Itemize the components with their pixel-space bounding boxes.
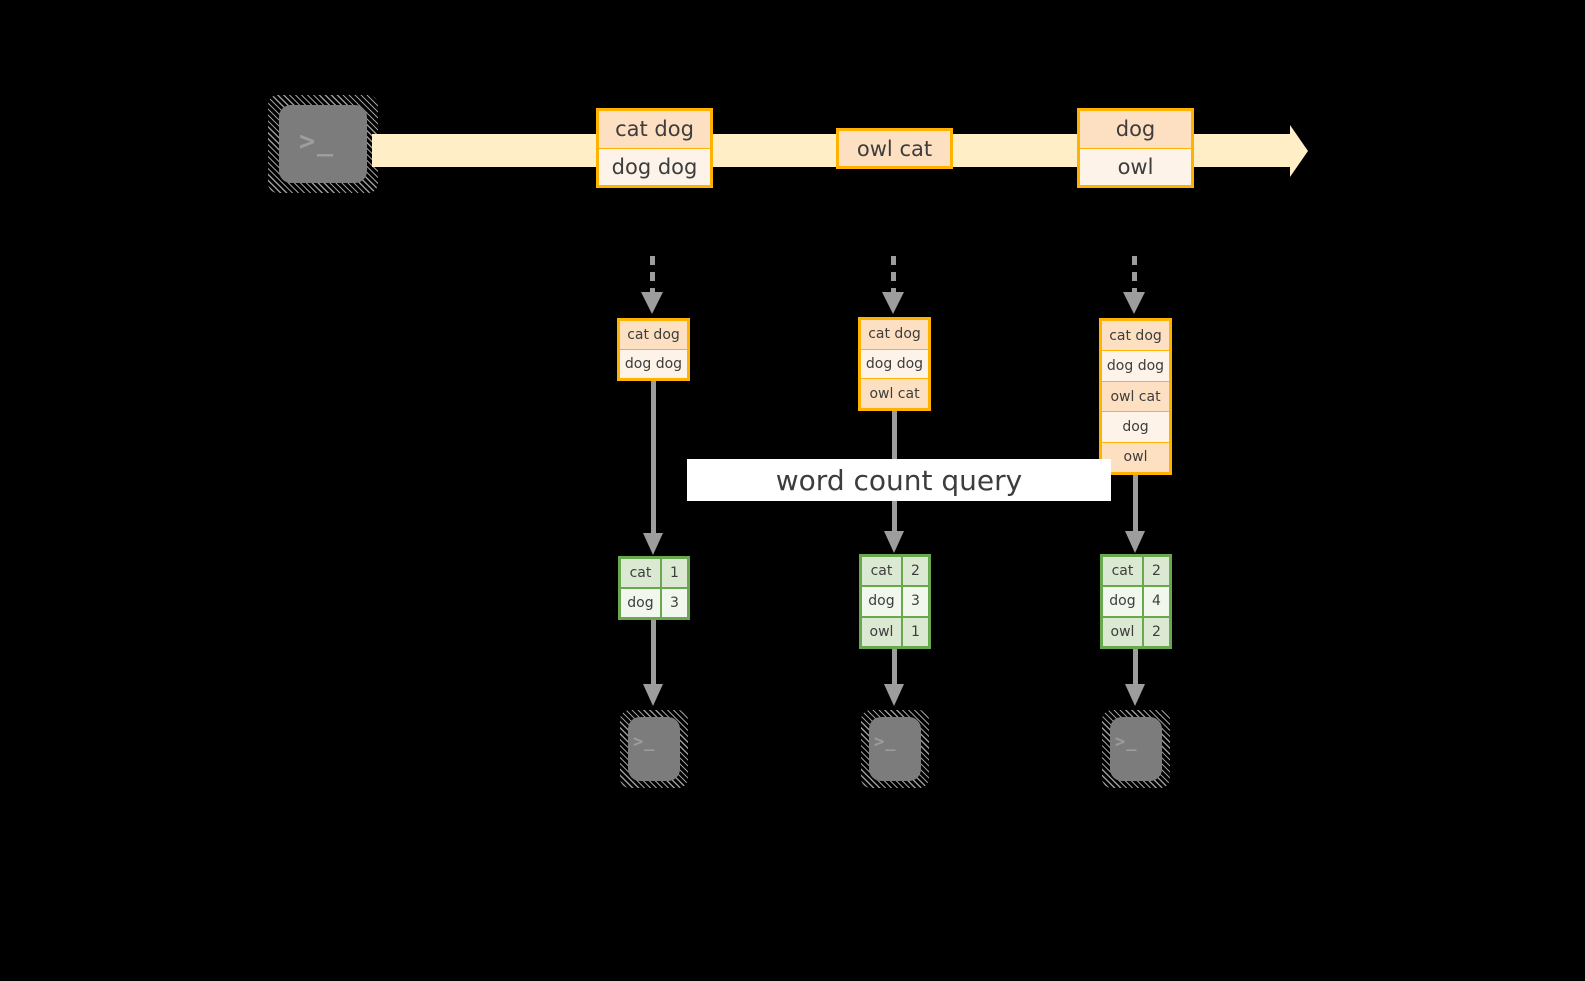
stage-2-record-row-2: dog dog — [861, 349, 928, 380]
stage-1-ingest-connector — [650, 256, 655, 294]
stage-1-terminal-prompt-icon: >_ — [633, 732, 656, 752]
stage-3-count-row-3: owl 2 — [1103, 617, 1169, 646]
stage-1-count-word-2: dog — [621, 589, 662, 617]
stage-1-count-row-1: cat 1 — [621, 559, 687, 589]
source-terminal-icon: >_ — [268, 95, 378, 193]
stage-3-count-value-1: 2 — [1143, 557, 1169, 586]
stage-1-count-row-2: dog 3 — [621, 589, 687, 617]
stage-3-count-word-3: owl — [1103, 617, 1144, 646]
stage-3-query-arrow-head-icon — [1125, 531, 1145, 553]
stage-2-terminal-prompt-icon: >_ — [874, 732, 897, 752]
stage-2-ingest-arrow-head-icon — [882, 292, 904, 314]
stage-1-query-arrow-head-icon — [643, 533, 663, 555]
stage-3-count-word-1: cat — [1103, 557, 1144, 586]
stage-3-accumulated-records: cat dog dog dog owl cat dog owl — [1099, 318, 1172, 475]
stage-2-sink-arrow-head-icon — [884, 684, 904, 706]
stage-2-record-row-1: cat dog — [861, 320, 928, 350]
stage-2-query-arrow-head-icon — [884, 531, 904, 553]
terminal-face — [279, 105, 367, 183]
stage-2-count-word-1: cat — [862, 557, 903, 586]
stream-batch-1-row-1: cat dog — [599, 111, 710, 149]
stage-1-record-row-2: dog dog — [620, 350, 687, 378]
stage-2-count-row-1: cat 2 — [862, 557, 928, 588]
terminal-prompt-icon: >_ — [299, 126, 335, 157]
stage-1-sink-arrow-head-icon — [643, 684, 663, 706]
stage-2-terminal-face — [869, 717, 921, 781]
stage-1-count-value-1: 1 — [661, 559, 687, 587]
stage-3-count-row-1: cat 2 — [1103, 557, 1169, 588]
stage-2-count-table: cat 2 dog 3 owl 1 — [859, 554, 931, 649]
stream-batch-3-row-2: owl — [1080, 148, 1191, 185]
stage-2-ingest-connector — [891, 256, 896, 294]
stage-3-sink-arrow-head-icon — [1125, 684, 1145, 706]
query-label: word count query — [687, 459, 1111, 501]
stage-1-sink-terminal-icon: >_ — [620, 710, 688, 788]
stage-2-accumulated-records: cat dog dog dog owl cat — [858, 317, 931, 411]
stream-batch-3: dog owl — [1077, 108, 1194, 188]
stage-2-count-value-3: 1 — [902, 617, 928, 646]
stage-3-sink-connector — [1133, 649, 1138, 690]
stage-3-record-row-5: owl — [1102, 442, 1169, 473]
stage-3-count-value-2: 4 — [1143, 587, 1169, 616]
stage-3-query-connector — [1133, 475, 1138, 537]
stream-batch-1-row-2: dog dog — [599, 148, 710, 185]
stage-1-record-row-1: cat dog — [620, 321, 687, 350]
stage-1-ingest-arrow-head-icon — [641, 292, 663, 314]
stage-3-count-word-2: dog — [1103, 587, 1144, 616]
stage-3-record-row-3: owl cat — [1102, 381, 1169, 413]
stream-batch-1: cat dog dog dog — [596, 108, 713, 188]
stage-3-terminal-face — [1110, 717, 1162, 781]
stage-3-ingest-arrow-head-icon — [1123, 292, 1145, 314]
stage-1-query-connector — [651, 381, 656, 539]
stage-1-count-word-1: cat — [621, 559, 662, 587]
stream-arrow-head-icon — [1290, 125, 1308, 177]
stage-1-count-value-2: 3 — [661, 589, 687, 617]
stage-3-terminal-prompt-icon: >_ — [1115, 732, 1138, 752]
stage-2-count-word-3: owl — [862, 617, 903, 646]
stage-3-record-row-1: cat dog — [1102, 321, 1169, 352]
stage-3-record-row-4: dog — [1102, 412, 1169, 443]
stage-2-count-value-1: 2 — [902, 557, 928, 586]
stage-3-ingest-connector — [1132, 256, 1137, 294]
stage-2-sink-terminal-icon: >_ — [861, 710, 929, 788]
stage-1-accumulated-records: cat dog dog dog — [617, 318, 690, 381]
stage-2-count-row-2: dog 3 — [862, 587, 928, 618]
stage-3-count-value-3: 2 — [1143, 617, 1169, 646]
stage-2-count-row-3: owl 1 — [862, 617, 928, 646]
stage-3-count-row-2: dog 4 — [1103, 587, 1169, 618]
stage-3-sink-terminal-icon: >_ — [1102, 710, 1170, 788]
stage-2-count-value-2: 3 — [902, 587, 928, 616]
stage-2-sink-connector — [892, 649, 897, 690]
stage-1-sink-connector — [651, 620, 656, 690]
stream-batch-2-row-1: owl cat — [839, 131, 950, 166]
stream-batch-3-row-1: dog — [1080, 111, 1191, 149]
stage-1-count-table: cat 1 dog 3 — [618, 556, 690, 620]
stage-1-terminal-face — [628, 717, 680, 781]
stage-3-record-row-2: dog dog — [1102, 351, 1169, 382]
stage-2-record-row-3: owl cat — [861, 379, 928, 409]
stage-3-count-table: cat 2 dog 4 owl 2 — [1100, 554, 1172, 649]
stream-batch-2: owl cat — [836, 128, 953, 169]
stage-2-count-word-2: dog — [862, 587, 903, 616]
